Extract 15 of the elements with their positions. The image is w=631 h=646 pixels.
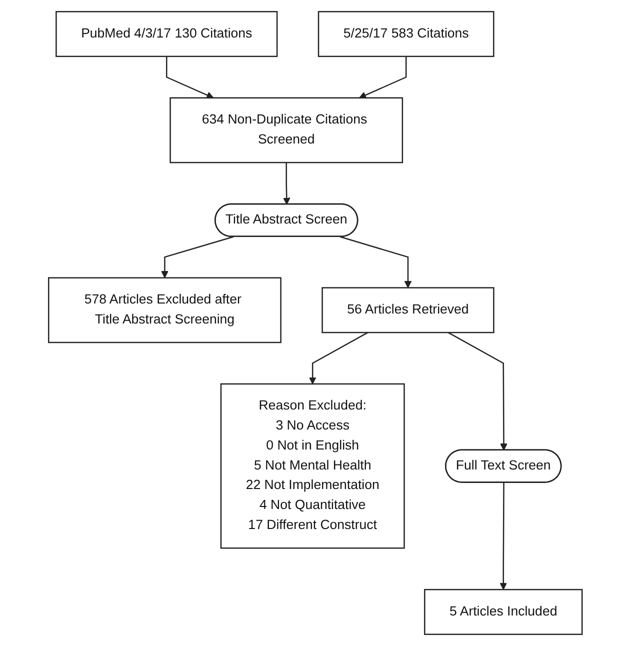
node-box: PubMed 4/3/17 130 Citations bbox=[56, 11, 278, 58]
node-box: 5 Articles Included bbox=[424, 588, 583, 635]
arrow bbox=[309, 332, 368, 384]
arrow bbox=[283, 162, 290, 205]
node-box: Reason Excluded: 3 No Access 0 Not in English 5 Not Mental Health 22 Not Implementation 4 Not Quantitative 17 Different Construct bbox=[220, 383, 405, 549]
node-box: 578 Articles Excluded after Title Abstract Screening bbox=[48, 277, 282, 344]
arrow bbox=[340, 236, 412, 288]
node-box: 56 Articles Retrieved bbox=[322, 287, 494, 334]
node-box: 634 Non-Duplicate Citations Screened bbox=[170, 97, 404, 164]
arrow bbox=[448, 332, 508, 451]
node-box: 5/25/17 583 Citations bbox=[318, 11, 494, 58]
arrow bbox=[500, 482, 508, 590]
arrow bbox=[166, 56, 214, 99]
arrow bbox=[161, 236, 234, 278]
arrow bbox=[359, 56, 407, 99]
